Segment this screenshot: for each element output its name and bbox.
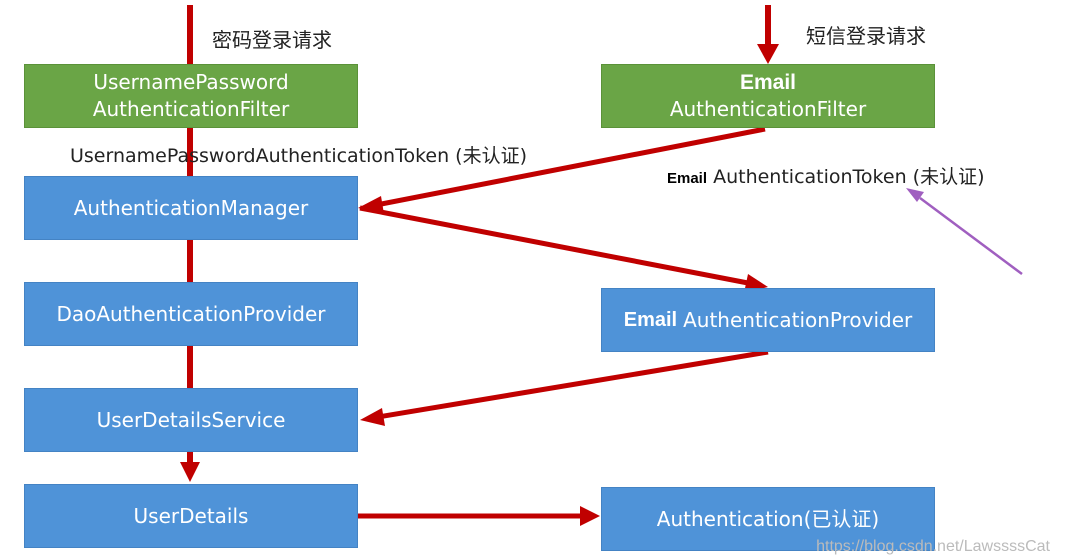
username-password-filter-line2: AuthenticationFilter (92, 97, 290, 121)
password-flow-arrowhead (180, 462, 200, 482)
purple-pointer-line (919, 196, 1023, 276)
watermark: https://blog.csdn.net/LawssssCat (816, 538, 1050, 555)
email-filter-line1: Email (739, 71, 797, 94)
authentication-manager-box: AuthenticationManager (24, 176, 358, 240)
user-details-to-authentication-arrowhead (580, 506, 600, 526)
dao-authentication-provider-label: DaoAuthenticationProvider (56, 301, 326, 326)
email-token-prefix: Email (667, 170, 708, 187)
authentication-label: Authentication(已认证) (656, 506, 880, 531)
authentication-box: Authentication(已认证) (601, 487, 935, 551)
email-filter-line2: AuthenticationFilter (669, 97, 867, 121)
dao-authentication-provider-box: DaoAuthenticationProvider (24, 282, 358, 346)
sms-request-arrowhead (757, 44, 779, 64)
email-filter-to-manager-line (375, 126, 766, 208)
email-filter-box: Email AuthenticationFilter (601, 64, 935, 128)
user-details-box: UserDetails (24, 484, 358, 548)
email-provider-rest: AuthenticationProvider (683, 307, 913, 332)
purple-pointer-arrowhead (906, 188, 924, 202)
user-details-service-box: UserDetailsService (24, 388, 358, 452)
email-token-label: Email AuthenticationToken (未认证) (667, 162, 984, 189)
manager-to-email-provider-line (359, 205, 749, 286)
user-details-service-label: UserDetailsService (96, 407, 286, 432)
password-request-label: 密码登录请求 (212, 28, 332, 52)
username-password-token-label: UsernamePasswordAuthenticationToken (未认证… (70, 145, 528, 167)
email-provider-to-uds-line (377, 349, 769, 420)
sms-request-label: 短信登录请求 (806, 24, 926, 48)
email-token-rest: AuthenticationToken (未认证) (713, 166, 985, 188)
email-provider-prefix: Email (623, 308, 678, 331)
username-password-filter-box: UsernamePassword AuthenticationFilter (24, 64, 358, 128)
user-details-label: UserDetails (133, 503, 249, 528)
email-authentication-provider-box: Email AuthenticationProvider (601, 288, 935, 352)
email-provider-to-uds-arrowhead (360, 408, 385, 426)
username-password-filter-line1: UsernamePassword (93, 70, 289, 94)
authentication-manager-label: AuthenticationManager (73, 195, 309, 220)
